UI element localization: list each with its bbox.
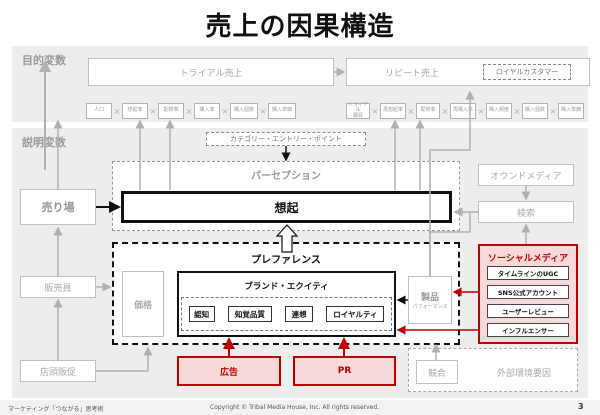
- equity-loyalty: ロイヤルティ: [326, 306, 385, 322]
- equity-awareness: 認知: [188, 306, 215, 322]
- trial-sales-box: トライアル売上: [88, 58, 334, 86]
- competition-label-box: 競合: [416, 360, 458, 384]
- multiply-icon: ×: [259, 106, 267, 116]
- factor-distribution-rate: 配荷率: [158, 103, 184, 119]
- search-box: 検索: [478, 201, 574, 223]
- product-label: 製品: [420, 293, 439, 303]
- social-ugc: タイムラインのUGC: [487, 266, 569, 280]
- multiply-icon: ×: [477, 106, 485, 116]
- perception-label: パーセプション: [251, 171, 321, 182]
- equity-association: 連想: [285, 306, 314, 322]
- social-media-label: ソーシャルメディア: [487, 254, 569, 264]
- equity-perceived-quality: 知覚品質: [227, 306, 272, 322]
- brand-equity-items: 認知 知覚品質 連想 ロイヤルティ: [181, 297, 392, 331]
- factor-purchase-qty-2: 購入個数: [522, 103, 548, 119]
- factor-unit-price-2: 購入単価: [558, 103, 584, 119]
- social-influencer: インフルエンサー: [487, 323, 569, 337]
- store-promo-box: 店頭販促: [20, 360, 96, 382]
- owned-media-box: オウンドメディア: [478, 164, 574, 186]
- factor-distribution-rate-2: 配荷率: [416, 103, 440, 119]
- multiply-icon: ×: [371, 106, 379, 116]
- external-factors-label: 外部環境要因: [496, 369, 551, 379]
- footer-copyright: Copyright © Tribal Media House, Inc. All…: [210, 404, 380, 411]
- social-user-review: ユーザーレビュー: [487, 304, 569, 318]
- multiply-icon: ×: [149, 106, 157, 116]
- ad-box: 広告: [177, 356, 281, 386]
- page-number: 3: [578, 402, 584, 411]
- footer: [0, 400, 600, 415]
- preference-label: プレファレンス: [251, 255, 321, 266]
- multiply-icon: ×: [407, 106, 415, 116]
- category-entry-point-box: カテゴリー・エントリー・ポイント: [206, 132, 366, 146]
- factor-purchase-frequency: 購入頻度: [486, 103, 512, 119]
- sales-floor-box: 売り場: [20, 189, 96, 225]
- recall-box: 想起: [121, 191, 452, 223]
- salesperson-box: 販売員: [20, 276, 96, 298]
- trial-factors-row: 人口 × 想起率 × 配荷率 × 購入率 × 購入個数 × 購入単価: [86, 103, 296, 119]
- multiply-icon: ×: [221, 106, 229, 116]
- footer-left: マーケティング「つながる」思考術: [8, 406, 104, 413]
- social-official-account: SNS公式アカウント: [487, 285, 569, 299]
- loyal-customer-box: ロイヤルカスタマー: [483, 64, 571, 80]
- multiply-icon: ×: [185, 106, 193, 116]
- factor-recall-rate: 想起率: [122, 103, 148, 119]
- multiply-icon: ×: [441, 106, 449, 116]
- factor-re-recall-rate: 再想起率: [380, 103, 406, 119]
- multiply-icon: ×: [113, 106, 121, 116]
- multiply-icon: ×: [513, 106, 521, 116]
- factor-population: 人口: [86, 103, 112, 119]
- product-sub-label: パフォーマンス: [412, 304, 448, 310]
- multiply-icon: ×: [549, 106, 557, 116]
- factor-trial-purchase: トライアル 購買: [346, 101, 370, 119]
- factor-purchase-rate: 購入率: [194, 103, 220, 119]
- price-box: 価格: [122, 271, 164, 337]
- product-box: 製品 パフォーマンス: [408, 276, 452, 324]
- factor-unit-price: 購入単価: [268, 103, 296, 119]
- pr-box: PR: [293, 356, 396, 386]
- repeat-sales-label: リピート売上: [385, 68, 440, 79]
- page-title: 売上の因果構造: [205, 12, 395, 42]
- factor-purchase-qty: 購入個数: [230, 103, 258, 119]
- brand-equity-label: ブランド・エクイティ: [244, 282, 329, 292]
